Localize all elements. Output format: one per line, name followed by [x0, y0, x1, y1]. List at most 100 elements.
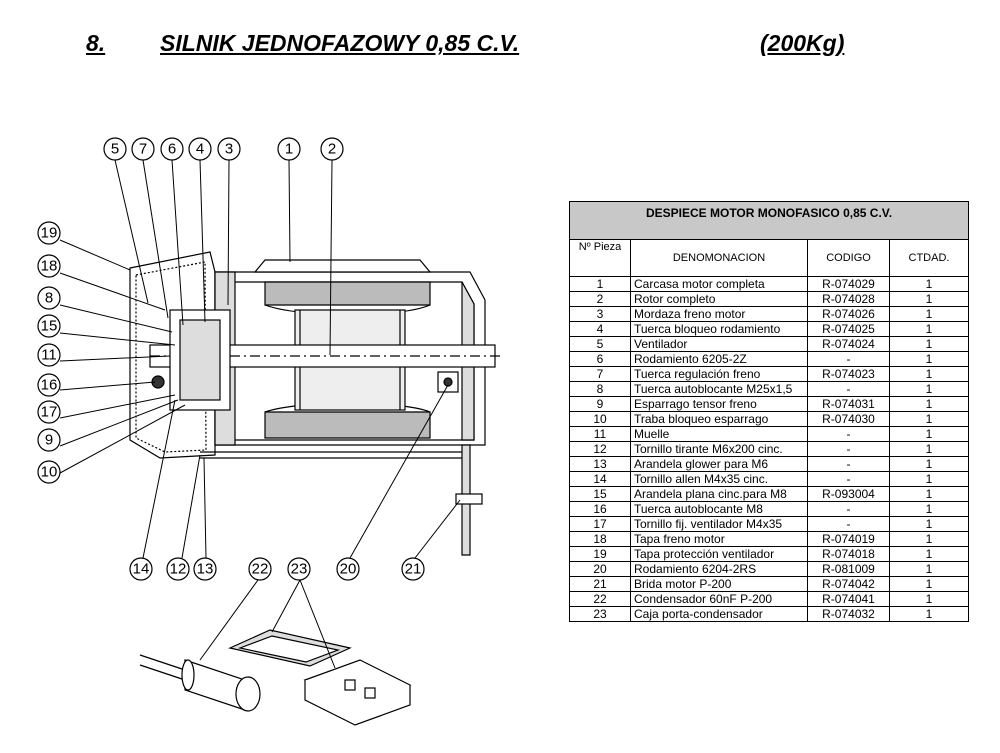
svg-text:11: 11: [41, 347, 57, 364]
cell-code: -: [807, 426, 890, 442]
cell-name: Tornillo allen M4x35 cinc.: [630, 471, 808, 487]
cell-name: Tornillo tirante M6x200 cinc.: [630, 441, 808, 457]
callout-13: 13: [193, 557, 217, 581]
callout-2: 2: [320, 137, 344, 161]
cell-code: R-074042: [807, 576, 890, 592]
cell-name: Arandela glower para M6: [630, 456, 808, 472]
cell-num: 14: [569, 471, 631, 487]
cell-code: -: [807, 516, 890, 532]
callout-20: 20: [336, 557, 360, 581]
cell-code: R-074025: [807, 321, 890, 337]
svg-text:21: 21: [405, 561, 422, 578]
cell-code: -: [807, 456, 890, 472]
cell-num: 7: [569, 366, 631, 382]
svg-text:14: 14: [133, 561, 150, 578]
cell-qty: 1: [889, 351, 969, 367]
callout-3: 3: [217, 137, 241, 161]
callout-9: 9: [37, 428, 61, 452]
cell-name: Arandela plana cinc.para M8: [630, 486, 808, 502]
cell-qty: 1: [889, 336, 969, 352]
cell-qty: 1: [889, 576, 969, 592]
cell-num: 12: [569, 441, 631, 457]
cell-code: R-074028: [807, 291, 890, 307]
cell-qty: 1: [889, 411, 969, 427]
cell-qty: 1: [889, 291, 969, 307]
cell-code: -: [807, 381, 890, 397]
cell-code: R-074018: [807, 546, 890, 562]
svg-text:3: 3: [225, 141, 233, 158]
cell-name: Rodamiento 6204-2RS: [630, 561, 808, 577]
cell-code: R-074023: [807, 366, 890, 382]
svg-text:8: 8: [45, 290, 53, 307]
cell-name: Tuerca bloqueo rodamiento: [630, 321, 808, 337]
callout-18: 18: [37, 254, 61, 278]
cell-num: 6: [569, 351, 631, 367]
svg-text:9: 9: [45, 432, 53, 449]
cell-name: Tuerca autoblocante M8: [630, 501, 808, 517]
col-header-code: CODIGO: [807, 239, 890, 277]
cell-num: 2: [569, 291, 631, 307]
callout-14: 14: [129, 557, 153, 581]
cell-code: R-081009: [807, 561, 890, 577]
callout-8: 8: [37, 286, 61, 310]
callout-16: 16: [37, 373, 61, 397]
callout-labels: 5 7 6 4 3 1 2 19 18 8 15 11 16 17 9 10 1…: [37, 137, 425, 581]
cell-qty: 1: [889, 591, 969, 607]
cell-name: Rotor completo: [630, 291, 808, 307]
cell-qty: 1: [889, 381, 969, 397]
cell-code: R-074024: [807, 336, 890, 352]
cell-name: Brida motor P-200: [630, 576, 808, 592]
cell-code: -: [807, 351, 890, 367]
cell-qty: 1: [889, 606, 969, 622]
cell-name: Muelle: [630, 426, 808, 442]
page-header: 8. SILNIK JEDNOFAZOWY 0,85 C.V. (200Kg): [0, 30, 1000, 70]
callout-7: 7: [131, 137, 155, 161]
cell-name: Tapa protección ventilador: [630, 546, 808, 562]
callout-1: 1: [277, 137, 301, 161]
svg-text:23: 23: [291, 561, 308, 578]
table-header-row: Nº Pieza DENOMONACION CODIGO CTDAD.: [569, 239, 969, 277]
svg-text:15: 15: [41, 318, 58, 335]
svg-text:22: 22: [252, 561, 269, 578]
cell-name: Esparrago tensor freno: [630, 396, 808, 412]
cell-num: 22: [569, 591, 631, 607]
svg-text:2: 2: [328, 141, 336, 158]
cell-num: 23: [569, 606, 631, 622]
cell-num: 5: [569, 336, 631, 352]
cell-qty: 1: [889, 516, 969, 532]
callout-19: 19: [37, 221, 61, 245]
cell-qty: 1: [889, 321, 969, 337]
svg-text:10: 10: [41, 464, 58, 481]
cell-name: Mordaza freno motor: [630, 306, 808, 322]
col-header-qty: CTDAD.: [889, 239, 969, 277]
cell-num: 11: [569, 426, 631, 442]
svg-text:19: 19: [41, 225, 58, 242]
leader-lines: [59, 159, 461, 669]
cell-num: 21: [569, 576, 631, 592]
svg-text:13: 13: [197, 561, 214, 578]
capacitor-drawing: [139, 654, 261, 712]
cell-num: 4: [569, 321, 631, 337]
cell-num: 8: [569, 381, 631, 397]
cell-code: -: [807, 441, 890, 457]
callout-21: 21: [401, 557, 425, 581]
cell-qty: 1: [889, 441, 969, 457]
cell-qty: 1: [889, 276, 969, 292]
callout-23: 23: [287, 557, 311, 581]
cell-code: R-074026: [807, 306, 890, 322]
cell-num: 19: [569, 546, 631, 562]
callout-11: 11: [37, 343, 61, 367]
cell-name: Rodamiento 6205-2Z: [630, 351, 808, 367]
cell-name: Carcasa motor completa: [630, 276, 808, 292]
